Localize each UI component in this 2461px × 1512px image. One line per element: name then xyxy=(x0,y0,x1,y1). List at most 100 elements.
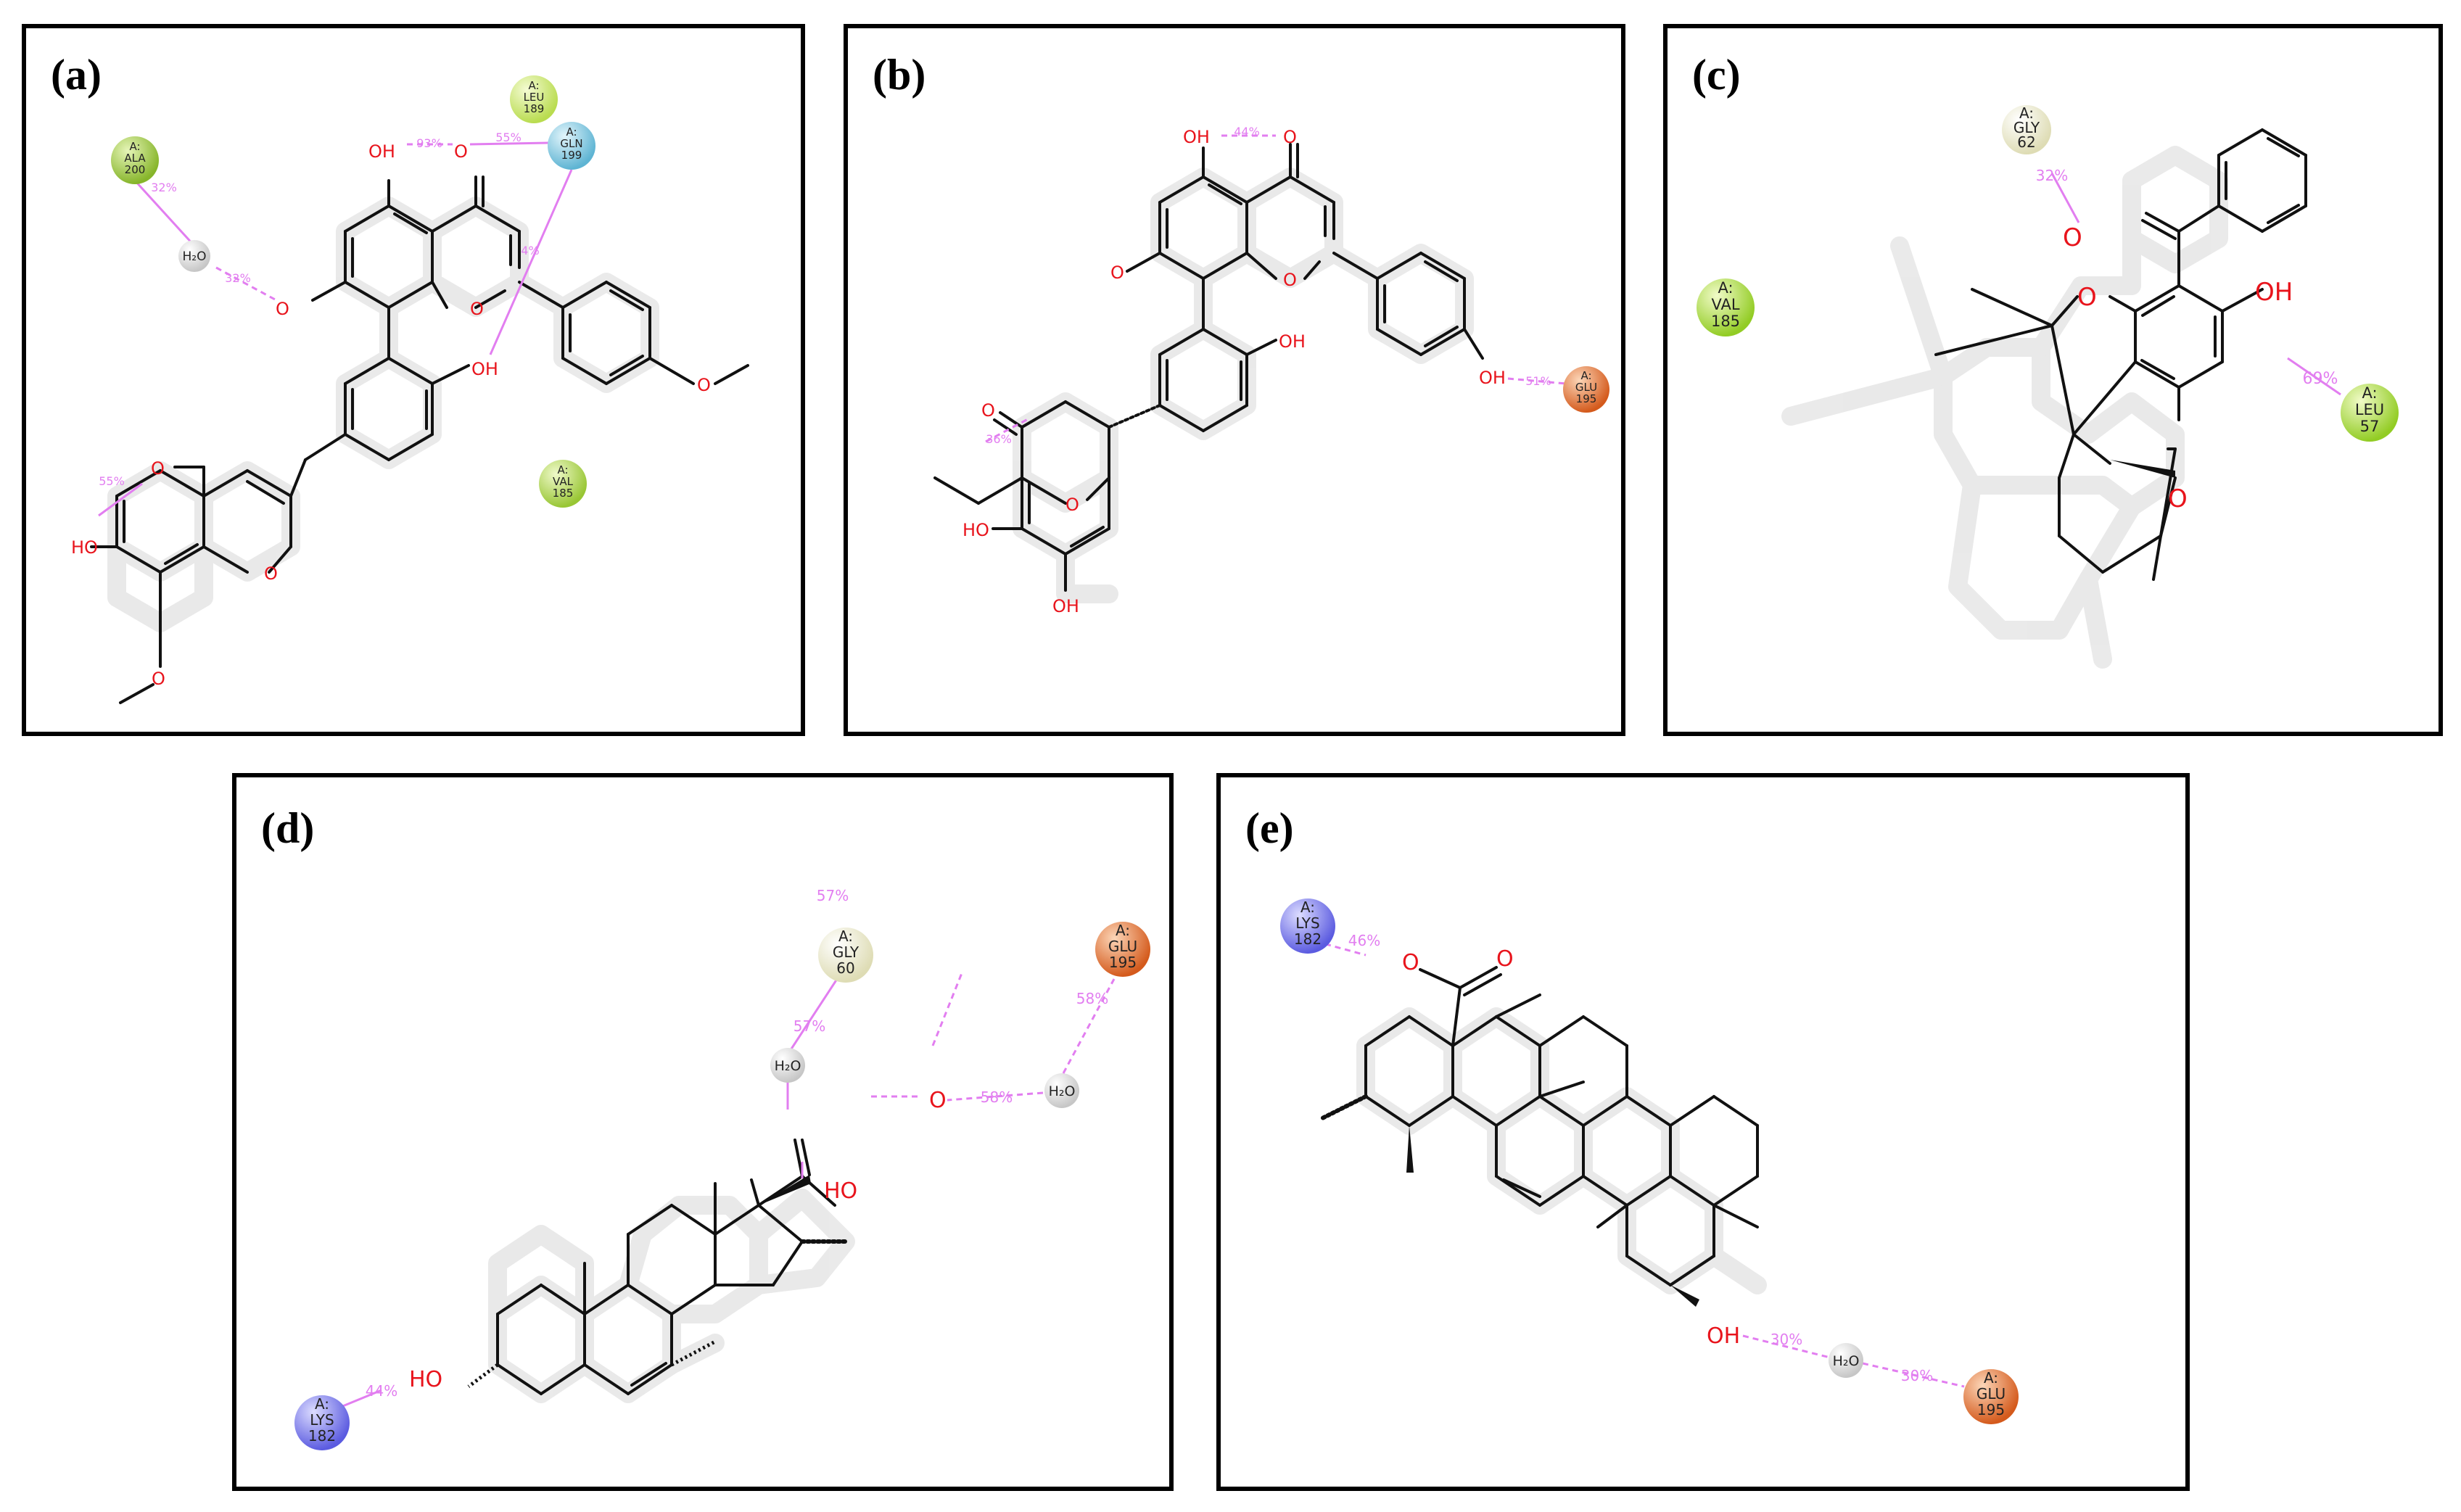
atom-label: O xyxy=(470,299,484,319)
atom-label: O xyxy=(2063,223,2082,252)
svg-text:A:: A: xyxy=(1300,898,1315,916)
atom-halo xyxy=(1781,146,2228,669)
svg-text:189: 189 xyxy=(524,102,545,115)
svg-text:62: 62 xyxy=(2017,133,2035,151)
svg-text:199: 199 xyxy=(561,149,582,162)
atom-label: O xyxy=(697,375,711,395)
hbond-line xyxy=(1742,1334,1831,1359)
atom-label: OH xyxy=(368,141,395,162)
interaction-percent: 32% xyxy=(2036,167,2068,184)
svg-text:A:: A: xyxy=(1984,1369,1998,1387)
atom-label: O xyxy=(276,299,289,319)
interaction-percent: 44% xyxy=(1234,125,1260,139)
hbond-line xyxy=(489,169,573,355)
atom-label: HO xyxy=(824,1178,857,1204)
ligand-diagram-a: A: ALA 200 A: LEU 189 A: GLN 199 A: VAL … xyxy=(71,75,749,704)
svg-text:H₂O: H₂O xyxy=(1049,1083,1076,1099)
ligand-diagram-d: A: GLY 60 A: GLU 195 A: LYS 182 H₂O H₂O … xyxy=(294,887,1150,1450)
svg-text:A:: A: xyxy=(557,463,568,476)
atom-label: HO xyxy=(962,520,989,540)
interaction-percent: 69% xyxy=(2303,370,2338,388)
hbond-line xyxy=(1062,978,1116,1074)
svg-text:57: 57 xyxy=(2360,418,2380,435)
svg-text:GLN: GLN xyxy=(560,137,582,150)
svg-text:A:: A: xyxy=(2362,384,2377,402)
svg-text:195: 195 xyxy=(1576,392,1597,405)
hbond-lines xyxy=(1285,932,1965,1388)
atom-halo xyxy=(1013,168,1474,603)
svg-text:LEU: LEU xyxy=(524,91,545,104)
svg-text:A:: A: xyxy=(1116,922,1130,939)
svg-text:ALA: ALA xyxy=(124,152,146,165)
interaction-percent: 55% xyxy=(495,131,522,144)
svg-text:A:: A: xyxy=(2019,104,2034,122)
panel-label: (d) xyxy=(261,804,315,852)
residue-val-185: A: VAL 185 xyxy=(1697,278,1755,336)
residue-gly-62: A: GLY 62 xyxy=(2002,104,2051,154)
svg-text:60: 60 xyxy=(836,959,854,977)
svg-text:182: 182 xyxy=(308,1427,336,1445)
panel-label: (b) xyxy=(873,51,926,99)
atom-label: O xyxy=(2168,484,2188,513)
svg-text:GLU: GLU xyxy=(1575,381,1597,394)
svg-text:182: 182 xyxy=(1294,930,1322,948)
atom-label: O xyxy=(1283,127,1297,147)
interaction-percent: 55% xyxy=(99,474,125,488)
interaction-percent: 32% xyxy=(225,271,251,285)
svg-text:VAL: VAL xyxy=(1711,296,1739,313)
residue-leu-189: A: LEU 189 xyxy=(510,75,558,123)
wedge-bond xyxy=(2110,460,2175,478)
interaction-percent: 36% xyxy=(986,432,1012,446)
hbond-line xyxy=(931,972,963,1046)
atom-label: O xyxy=(151,458,165,479)
ligand-bonds xyxy=(496,1139,848,1395)
hbond-line xyxy=(215,266,277,302)
atom-halo xyxy=(1356,1007,1767,1294)
atom-label: OH xyxy=(1707,1323,1740,1349)
interaction-percent: 44% xyxy=(366,1382,397,1400)
interaction-percent: 93% xyxy=(416,136,442,150)
residue-glu-195: A: GLU 195 xyxy=(1095,922,1150,977)
atom-label: O xyxy=(929,1088,947,1113)
ligand-bonds xyxy=(1320,966,1759,1286)
water-molecule: H₂O xyxy=(770,1048,805,1083)
residue-gln-199: A: GLN 199 xyxy=(548,122,595,170)
panel-a: (a) xyxy=(22,24,805,736)
hbond-lines xyxy=(319,972,963,1417)
svg-text:H₂O: H₂O xyxy=(775,1058,801,1074)
ligand-bonds xyxy=(90,175,749,704)
svg-text:A:: A: xyxy=(566,125,577,139)
wedge-bond xyxy=(1406,1125,1414,1173)
hbond-line xyxy=(98,482,143,517)
wedge-bond xyxy=(1670,1285,1699,1307)
interaction-percent: 32% xyxy=(151,181,177,194)
hbond-lines xyxy=(98,141,573,517)
hbond-line xyxy=(1862,1362,1965,1388)
interaction-percent: 58% xyxy=(1076,990,1108,1007)
hbond-line xyxy=(2287,357,2341,396)
atom-label: OH xyxy=(2255,278,2293,307)
interaction-percent: 4% xyxy=(521,244,539,257)
panel-c: (c) xyxy=(1663,24,2443,736)
atom-label: HO xyxy=(409,1367,442,1392)
ligand-bonds xyxy=(1934,128,2307,581)
atom-label: HO xyxy=(71,537,98,558)
svg-text:H₂O: H₂O xyxy=(1833,1353,1860,1369)
svg-text:LEU: LEU xyxy=(2355,401,2384,418)
svg-text:LYS: LYS xyxy=(1295,914,1319,932)
hash-bond xyxy=(467,1363,499,1388)
hash-bond xyxy=(670,1339,717,1367)
svg-text:GLU: GLU xyxy=(1976,1385,2006,1402)
panel-e: (e) xyxy=(1216,773,2190,1491)
atom-label: O xyxy=(454,141,468,162)
atom-label: O xyxy=(1065,495,1079,515)
atom-label: O xyxy=(1496,946,1514,972)
svg-text:LYS: LYS xyxy=(310,1411,334,1429)
atom-label: OH xyxy=(1183,127,1210,147)
residue-gly-60: A: GLY 60 xyxy=(818,928,873,983)
hbond-line xyxy=(469,141,549,146)
hbond-line xyxy=(786,976,840,1055)
svg-text:195: 195 xyxy=(1109,954,1137,971)
interaction-percent: 51% xyxy=(1525,374,1551,388)
svg-text:200: 200 xyxy=(125,163,146,176)
